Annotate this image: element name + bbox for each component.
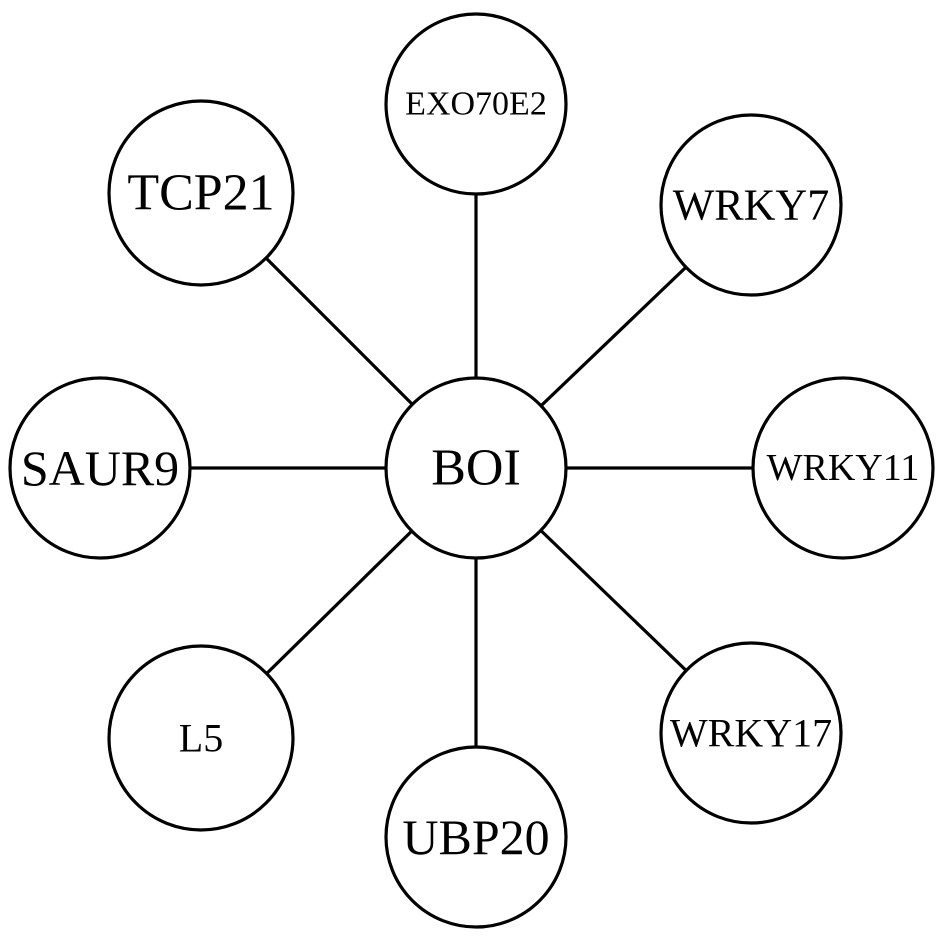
node-label-wrky7: WRKY7	[673, 181, 829, 230]
node-wrky11: WRKY11	[751, 376, 935, 560]
node-label-ubp20: UBP20	[402, 809, 549, 865]
node-label-saur9: SAUR9	[21, 440, 179, 496]
node-l5: L5	[107, 644, 295, 832]
node-circle-saur9	[8, 376, 192, 560]
node-tcp21: TCP21	[107, 99, 295, 287]
node-label-tcp21: TCP21	[127, 165, 274, 222]
node-label-wrky11: WRKY11	[767, 447, 920, 489]
node-circle-wrky11	[751, 376, 935, 560]
node-circle-ubp20	[384, 745, 568, 929]
node-wrky17: WRKY17	[659, 641, 843, 825]
node-exo70e2: EXO70E2	[384, 12, 568, 196]
node-wrky7: WRKY7	[659, 113, 843, 297]
node-circle-wrky17	[659, 641, 843, 825]
node-circle-wrky7	[659, 113, 843, 297]
node-boi: BOI	[384, 376, 568, 560]
node-label-exo70e2: EXO70E2	[405, 86, 547, 123]
node-circle-exo70e2	[384, 12, 568, 196]
node-circle-l5	[107, 644, 295, 832]
node-circle-tcp21	[107, 99, 295, 287]
node-ubp20: UBP20	[384, 745, 568, 929]
node-circle-boi	[384, 376, 568, 560]
node-saur9: SAUR9	[8, 376, 192, 560]
node-label-wrky17: WRKY17	[670, 711, 832, 756]
node-label-boi: BOI	[431, 440, 521, 497]
node-label-l5: L5	[179, 716, 223, 761]
